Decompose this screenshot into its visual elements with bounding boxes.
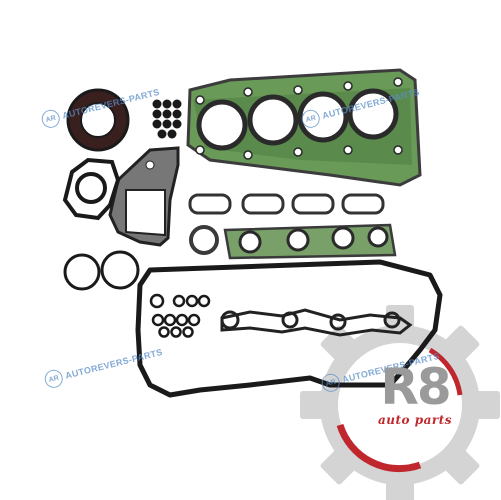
exhaust-manifold-gasket bbox=[189, 223, 397, 260]
water-pump-gasket bbox=[62, 157, 121, 221]
crank-seal bbox=[66, 88, 130, 152]
cylinder-head-gasket bbox=[186, 68, 422, 187]
spark-plug-seals bbox=[149, 293, 211, 338]
o-rings bbox=[63, 250, 140, 291]
valve-stem-seals bbox=[152, 99, 182, 139]
brand-logo: R8 auto parts bbox=[340, 362, 490, 427]
intake-manifold-gasket bbox=[188, 193, 385, 215]
timing-cover-gasket bbox=[108, 146, 180, 247]
valve-cover-inner-seal bbox=[220, 308, 413, 337]
gear-logo bbox=[300, 305, 500, 500]
valve-cover-gasket bbox=[135, 259, 443, 398]
brand-subtitle: auto parts bbox=[377, 413, 452, 427]
brand-mark: R8 bbox=[380, 358, 451, 416]
